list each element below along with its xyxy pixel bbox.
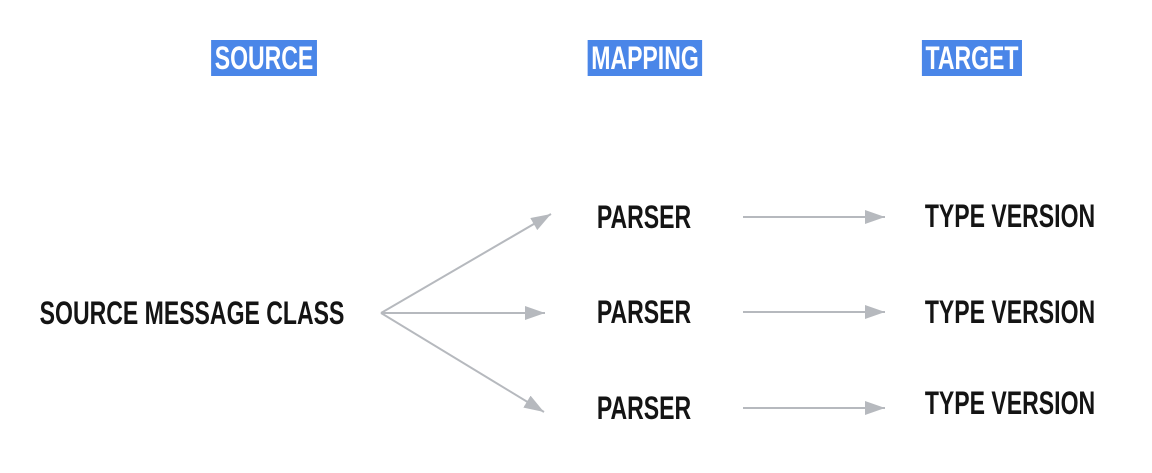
column-header-source: SOURCE bbox=[191, 40, 338, 76]
type-version-node-3-label: TYPE VERSION bbox=[924, 385, 1096, 421]
parser-node-1-label: PARSER bbox=[596, 199, 692, 235]
source-message-class-label: SOURCE MESSAGE CLASS bbox=[39, 295, 345, 331]
fan-arrow-to-parser-3 bbox=[380, 312, 545, 413]
column-header-mapping: MAPPING bbox=[565, 40, 724, 76]
source-message-class-node: SOURCE MESSAGE CLASS bbox=[0, 297, 404, 329]
parser-node-3-label: PARSER bbox=[596, 390, 692, 426]
column-header-target-label: TARGET bbox=[925, 40, 1019, 76]
parser-node-1: PARSER bbox=[579, 201, 710, 233]
parser-node-2: PARSER bbox=[579, 296, 710, 328]
type-version-node-1-label: TYPE VERSION bbox=[924, 198, 1096, 234]
type-version-node-3: TYPE VERSION bbox=[892, 387, 1129, 419]
type-version-node-2-label: TYPE VERSION bbox=[924, 294, 1096, 330]
fan-arrow-to-parser-1 bbox=[380, 213, 552, 314]
column-header-target: TARGET bbox=[902, 40, 1041, 76]
parser-node-2-label: PARSER bbox=[596, 294, 692, 330]
type-version-node-1: TYPE VERSION bbox=[892, 200, 1129, 232]
type-version-node-2: TYPE VERSION bbox=[892, 296, 1129, 328]
parser-node-3: PARSER bbox=[579, 392, 710, 424]
column-header-mapping-label: MAPPING bbox=[591, 40, 699, 76]
column-header-source-label: SOURCE bbox=[214, 40, 314, 76]
